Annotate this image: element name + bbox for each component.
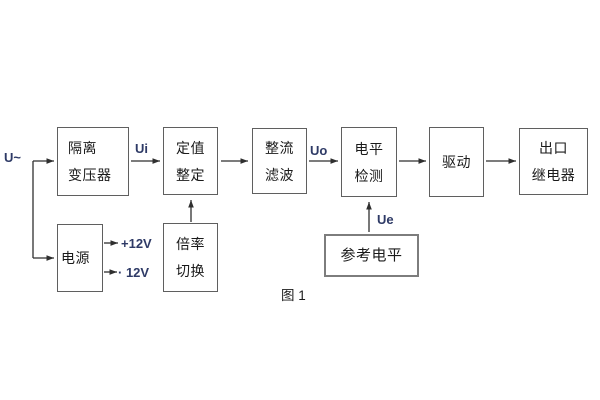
block-label-line: 出口 xyxy=(539,140,568,156)
block-label-line: 倍率 xyxy=(176,236,205,252)
block-ratio-switch: 倍率 切换 xyxy=(163,223,218,292)
block-level-detector: 电平 检测 xyxy=(341,127,397,197)
block-label-line: 参考电平 xyxy=(340,247,403,264)
block-label-line: 整定 xyxy=(176,166,205,183)
block-label-line: 隔离 xyxy=(68,140,97,156)
label-plus-12v: +12V xyxy=(121,236,152,251)
block-label-line: 电平 xyxy=(354,140,384,157)
block-label-line: 整流 xyxy=(265,139,294,156)
block-power-supply: 电源 xyxy=(57,224,103,292)
block-setpoint-setting: 定值 整定 xyxy=(163,127,218,195)
label-uo: Uo xyxy=(310,143,328,158)
block-label-line: 滤波 xyxy=(265,166,294,183)
block-label-line: 驱动 xyxy=(442,154,471,170)
block-label-line: 电源 xyxy=(61,250,90,266)
block-label-line: 检测 xyxy=(354,167,384,184)
block-isolation-transformer: 隔离 变压器 xyxy=(57,127,129,196)
block-label-line: 变压器 xyxy=(68,167,112,183)
label-minus-12v: · 12V xyxy=(118,265,150,280)
block-output-relay: 出口 继电器 xyxy=(519,128,588,195)
label-input-voltage: U~ xyxy=(4,150,21,165)
block-driver: 驱动 xyxy=(429,127,484,197)
block-label-line: 继电器 xyxy=(531,167,576,183)
block-label-line: 定值 xyxy=(176,139,205,156)
label-ue: Ue xyxy=(377,212,394,227)
label-ui: Ui xyxy=(135,141,148,156)
block-label-line: 切换 xyxy=(176,263,205,279)
block-rectifier-filter: 整流 滤波 xyxy=(252,128,307,194)
figure-caption: 图 1 xyxy=(281,288,306,303)
block-reference-level: 参考电平 xyxy=(324,234,419,277)
